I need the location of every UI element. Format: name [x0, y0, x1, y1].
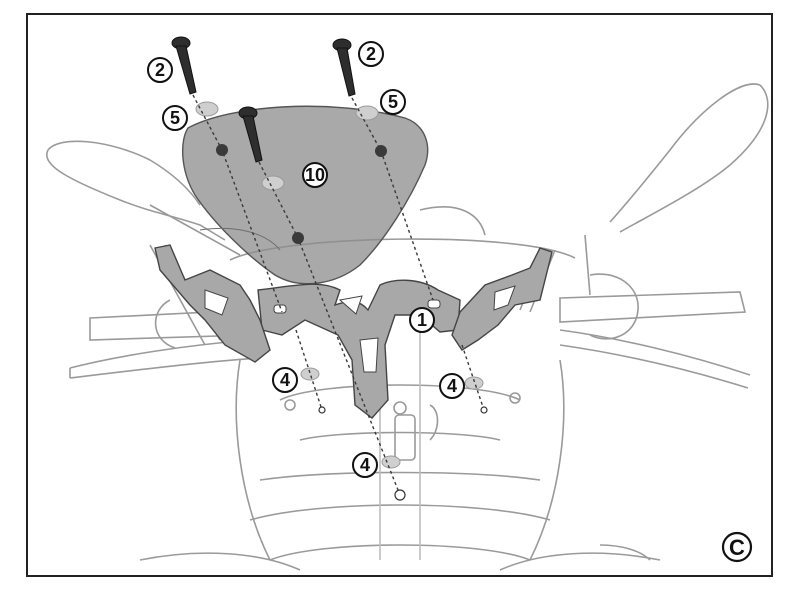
motorcycle-outline: [45, 83, 769, 571]
callout-circle: [352, 452, 378, 478]
washer-4-bottom: [381, 455, 401, 469]
windscreen-edge: [199, 227, 281, 251]
callout-circle: [380, 89, 406, 115]
guide-right: [351, 97, 434, 301]
callout-number: 2: [366, 44, 376, 64]
panel-letter-badge: C: [721, 531, 753, 563]
center-bracket: [257, 279, 461, 419]
bracket-cutouts: [204, 285, 516, 373]
screws: [171, 36, 356, 163]
callout-4c: 4: [352, 452, 378, 478]
washer-4-right: [464, 376, 484, 390]
callout-number: 1: [417, 310, 427, 330]
washers: [195, 101, 484, 469]
callout-2a: 2: [147, 57, 173, 83]
guide-center: [258, 161, 401, 496]
callouts: 2 2 5 5 10 1 4 4 4: [147, 41, 465, 478]
callout-circle: [409, 307, 435, 333]
callout-number: 5: [170, 108, 180, 128]
callout-5a: 5: [162, 105, 188, 131]
callout-2b: 2: [358, 41, 384, 67]
callout-circle: [358, 41, 384, 67]
right-grip: [559, 291, 747, 323]
washer-4-left: [300, 367, 320, 381]
callout-number: 4: [280, 370, 290, 390]
callout-number: 4: [360, 455, 370, 475]
assembly-guides: [192, 94, 485, 496]
fastener-points: [318, 406, 488, 501]
callout-number: 2: [155, 60, 165, 80]
callout-circle: [272, 367, 298, 393]
washer-5-left: [195, 101, 219, 117]
callout-circle: [302, 162, 328, 188]
windscreen: [181, 105, 429, 285]
callout-10: 10: [302, 162, 328, 188]
callout-4b: 4: [439, 373, 465, 399]
callout-5b: 5: [380, 89, 406, 115]
panel-letter: C: [729, 535, 745, 560]
callout-4a: 4: [272, 367, 298, 393]
callout-number: 5: [388, 92, 398, 112]
screw-2-right: [332, 38, 356, 97]
callout-circle: [439, 373, 465, 399]
callout-circle: [162, 105, 188, 131]
washer-10: [261, 175, 285, 191]
left-mirror: [45, 149, 226, 241]
callout-number: 4: [447, 376, 457, 396]
screw-2-left: [171, 36, 197, 95]
callout-circle: [147, 57, 173, 83]
guide-left: [192, 94, 283, 313]
callout-number: 10: [305, 165, 325, 185]
screw-10: [238, 106, 263, 163]
callout-1: 1: [409, 307, 435, 333]
washer-5-right: [355, 105, 379, 121]
right-mirror: [619, 84, 769, 233]
guide-lower-left: [295, 329, 323, 411]
